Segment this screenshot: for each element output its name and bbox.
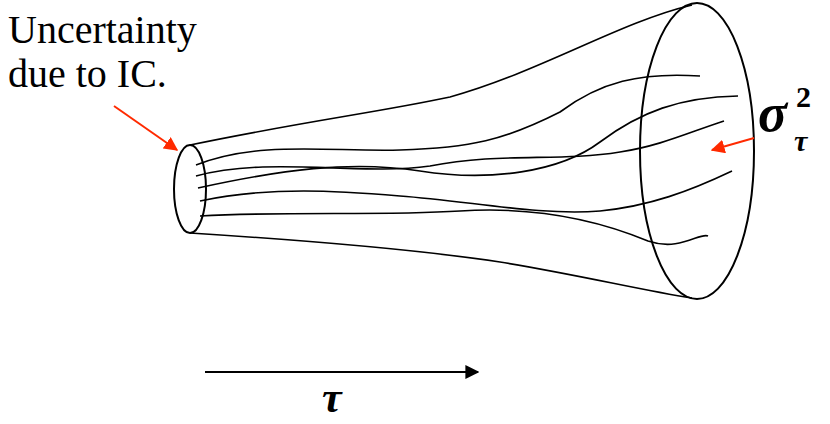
trajectory (200, 171, 732, 212)
initial-condition-ellipse (174, 145, 206, 233)
subscript-symbol: τ (794, 124, 807, 157)
axis-symbol: τ (322, 374, 342, 422)
leader-arrow (114, 106, 177, 150)
superscript-number: 2 (796, 80, 811, 113)
annotation-text: Uncertainty due to IC. (8, 8, 240, 96)
trajectory (196, 121, 724, 176)
tube-top-envelope (190, 5, 692, 145)
sigma-symbol: σ (758, 84, 787, 143)
leader-arrow (712, 138, 754, 150)
trajectory (198, 96, 738, 188)
tube-bottom-envelope (190, 233, 692, 298)
trajectory (200, 210, 708, 244)
spread-ellipse (640, 3, 754, 299)
